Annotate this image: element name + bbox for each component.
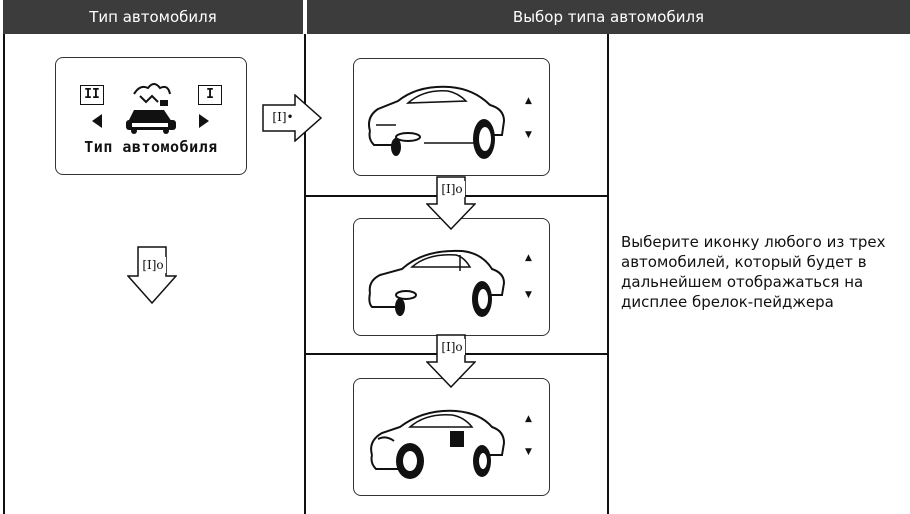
scroll-up-icon: ▲: [525, 414, 532, 424]
arrow-left-icon: [92, 114, 102, 128]
scroll-down-icon: ▼: [525, 130, 532, 140]
scroll-up-icon: ▲: [525, 253, 532, 263]
long-press-label: [I]•: [268, 109, 298, 125]
header-car-type-selection: Выбор типа автомобиля: [307, 0, 910, 34]
scroll-down-icon: ▼: [525, 290, 532, 300]
table-divider-1: [304, 34, 306, 514]
roman-one-icon: I: [198, 85, 222, 105]
lcd-car-option-2: ▲ ▼: [353, 218, 550, 336]
sports-car-3-icon: [370, 409, 506, 479]
description-text: Выберите иконку любого из трех автомобил…: [621, 233, 886, 311]
roman-two-icon: II: [80, 85, 104, 105]
car-settings-icon: [126, 83, 176, 134]
short-press-label-2: [I]o: [439, 339, 465, 355]
lcd-car-option-3: ▲ ▼: [353, 378, 550, 496]
header-car-type: Тип автомобиля: [3, 0, 303, 34]
lcd-car-option-1: ▲ ▼: [353, 58, 550, 176]
lcd-label: Тип автомобиля: [84, 138, 218, 156]
short-press-label-left: [I]o: [140, 257, 166, 273]
lcd-car-type-menu: II I Тип автомобиля: [55, 57, 247, 175]
sports-car-1-icon: [368, 85, 506, 159]
sports-car-2-icon: [368, 249, 506, 317]
short-press-label-1: [I]o: [439, 181, 465, 197]
down-arrow-left: [127, 246, 177, 304]
arrow-right-icon: [199, 114, 209, 128]
scroll-down-icon: ▼: [525, 447, 532, 457]
table-divider-2: [607, 34, 609, 514]
scroll-up-icon: ▲: [525, 96, 532, 106]
table-border-left: [3, 34, 5, 514]
